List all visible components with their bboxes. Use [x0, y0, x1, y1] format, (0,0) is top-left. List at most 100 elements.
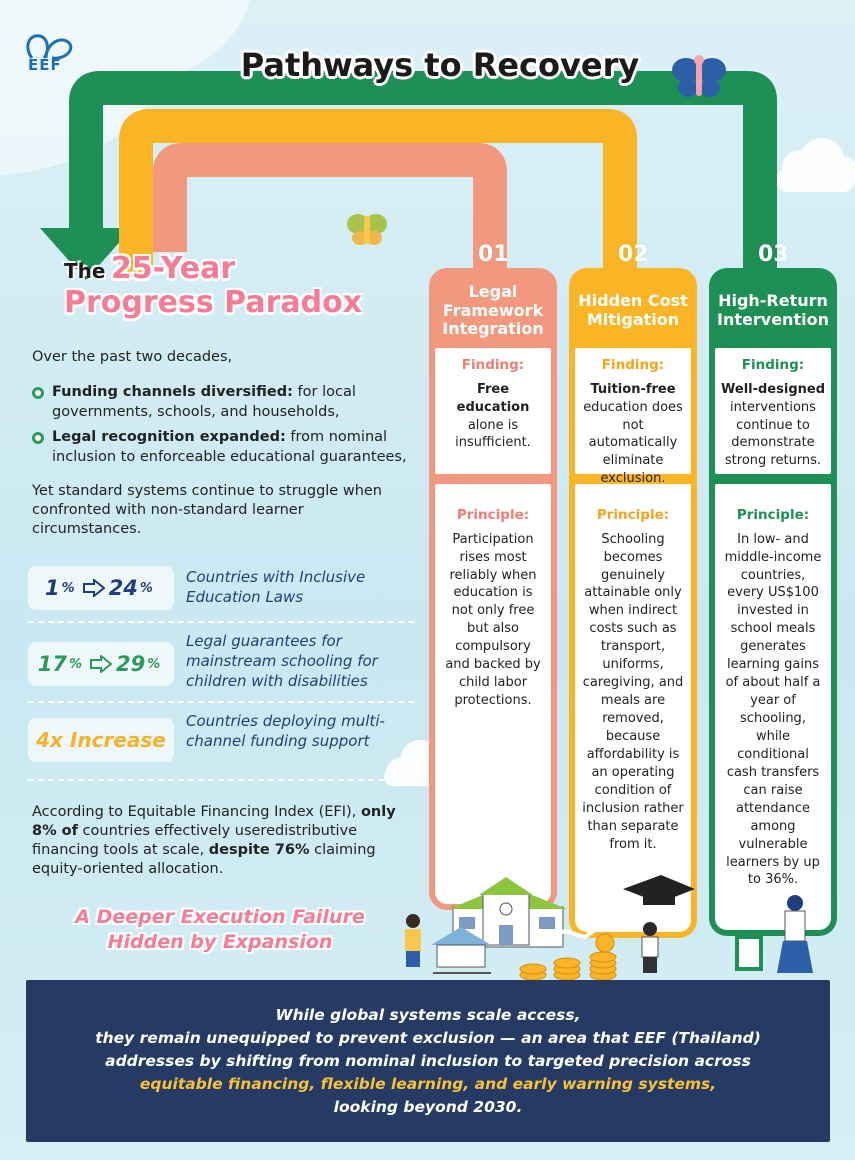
bullet-icon	[32, 387, 44, 399]
principle-text: Schooling becomes genuinely attainable o…	[582, 531, 684, 852]
school-scene-illustration	[405, 875, 813, 981]
principle-label: Principle:	[596, 507, 670, 523]
bullet-text: for local governments, schools, and hous…	[52, 384, 356, 421]
stat-to: 29	[116, 652, 146, 676]
finding-bold: Well-designed	[721, 381, 825, 397]
principle-box: Principle: Schooling becomes genuinely a…	[575, 484, 691, 932]
conclusion-banner	[26, 980, 830, 1142]
bullet-bold: Funding channels diversified:	[52, 384, 293, 400]
efi-bold: only 8% of	[32, 804, 396, 840]
arrow-right-icon	[82, 579, 105, 597]
principle-text: In low- and middle-income countries, eve…	[724, 531, 822, 888]
efi-bold: despite 76%	[208, 842, 310, 859]
principle-box: Principle: In low- and middle-income cou…	[715, 484, 831, 930]
finding-box: Finding: Well-designed interventions con…	[715, 348, 831, 474]
bullet-icon	[32, 431, 44, 444]
deeper-failure-heading: A Deeper Execution Failure Hidden by Exp…	[40, 905, 400, 954]
teacher-icon	[777, 895, 813, 973]
divider	[28, 701, 414, 703]
heading-highlight-1: 25-Year	[111, 251, 236, 286]
stat-from: 1	[45, 576, 60, 600]
stat-desc-guarantees: Legal guarantees for mainstream schoolin…	[186, 632, 378, 690]
column-title: High-Return Intervention	[717, 291, 829, 329]
section-heading: The 25-Year Progress Paradox	[64, 252, 384, 319]
principle-label: Principle:	[736, 507, 810, 523]
principle-text: Participation rises most reliably when e…	[445, 531, 541, 709]
column-hidden-cost: Hidden Cost Mitigation Finding: Tuition-…	[569, 268, 697, 938]
divider	[28, 779, 414, 781]
coins-icon	[519, 933, 617, 981]
stat-desc-funding: Countries deploying multi-channel fundin…	[186, 712, 385, 750]
heading-highlight-2: Progress Paradox	[64, 284, 363, 320]
conclusion-line: looking beyond 2030.	[333, 1097, 523, 1116]
growth-arrow-icon	[534, 907, 627, 947]
logo-text: EEF	[28, 56, 62, 74]
finding-box: Finding: Free education alone is insuffi…	[435, 348, 551, 474]
student-icon	[405, 914, 421, 967]
stat-pill-funding: 4x Increase	[28, 718, 174, 762]
eef-logo-icon	[26, 34, 73, 60]
finding-label: Finding:	[601, 357, 665, 373]
conclusion-highlight: equitable financing, flexible learning, …	[139, 1074, 717, 1093]
efi-part: According to Equitable Financing Index (…	[32, 804, 361, 820]
divider	[28, 621, 414, 623]
column-legal-framework: Legal Framework Integration Finding: Fre…	[429, 268, 557, 910]
bullet-item: Funding channels diversified: for local …	[32, 382, 412, 423]
arrow-right-icon	[90, 655, 112, 673]
stat-pill-laws: 1% 24%	[28, 566, 174, 610]
efi-text: According to Equitable Financing Index (…	[32, 803, 412, 880]
bullet-list: Funding channels diversified: for local …	[32, 382, 412, 471]
finding-text: alone is insufficient.	[455, 417, 531, 451]
finding-box: Finding: Tuition-free education does not…	[575, 348, 691, 486]
school-icon	[449, 877, 567, 948]
graduation-cap-icon	[623, 875, 695, 905]
bullet-bold: Legal recognition expanded:	[52, 428, 286, 445]
column-number: 03	[758, 242, 789, 267]
conclusion-line: While global systems scale access,	[275, 1006, 581, 1024]
salmon-pathway	[153, 143, 507, 270]
page-title: Pathways to Recovery	[240, 46, 640, 84]
intro-text: Over the past two decades,	[32, 349, 233, 365]
stat-unit: %	[61, 580, 75, 596]
efi-part: countries effectively useredistributive …	[32, 823, 358, 859]
house-icon	[431, 927, 491, 974]
yellow-pathway	[119, 109, 637, 272]
finding-text: interventions continue to demonstrate st…	[724, 399, 822, 469]
principle-box: Principle: Participation rises most reli…	[435, 484, 551, 904]
finding-label: Finding:	[461, 357, 525, 373]
green-pathway	[69, 71, 777, 270]
heading-the: The	[64, 259, 106, 283]
column-high-return: High-Return Intervention Finding: Well-d…	[709, 268, 837, 936]
principle-label: Principle:	[456, 507, 530, 523]
finding-label: Finding:	[741, 357, 805, 373]
column-title: Hidden Cost Mitigation	[578, 291, 688, 329]
stat-desc-laws: Countries with Inclusive Education Laws	[186, 568, 366, 606]
efi-part: claiming equity-oriented allocation.	[32, 842, 376, 878]
conclusion-text: While global systems scale access, they …	[40, 1004, 816, 1119]
conclusion-line: addresses by shifting from nominal inclu…	[105, 1051, 751, 1070]
butterfly-small-icon	[347, 214, 387, 245]
deeper-line: A Deeper Execution Failure	[75, 906, 365, 928]
context-text: Yet standard systems continue to struggl…	[32, 483, 382, 538]
pathway-arrows	[40, 71, 777, 280]
stat-unit: %	[68, 656, 82, 672]
book-icon	[735, 935, 763, 971]
stat-unit: %	[147, 656, 161, 672]
bullet-item: Legal recognition expanded: from nominal…	[32, 427, 412, 468]
green-arrow-head	[40, 228, 132, 280]
stat-unit: %	[139, 580, 153, 596]
finding-bold: Tuition-free	[590, 381, 676, 397]
column-title: Legal Framework Integration	[442, 281, 544, 339]
butterfly-icon	[672, 55, 726, 97]
student-boy-icon	[641, 922, 659, 973]
deeper-line: Hidden by Expansion	[107, 930, 333, 953]
conclusion-line: they remain unequipped to prevent exclus…	[95, 1028, 761, 1047]
finding-bold: Free education	[456, 381, 530, 415]
stat-pill-guarantees: 17% 29%	[28, 642, 174, 686]
bullet-text: from nominal inclusion to enforceable ed…	[52, 428, 407, 465]
column-number: 02	[618, 242, 649, 267]
stat-from: 17	[37, 652, 67, 676]
stat-value: 4x Increase	[36, 728, 166, 752]
finding-text: education does not automatically elimina…	[583, 399, 683, 487]
stat-to: 24	[108, 576, 138, 600]
